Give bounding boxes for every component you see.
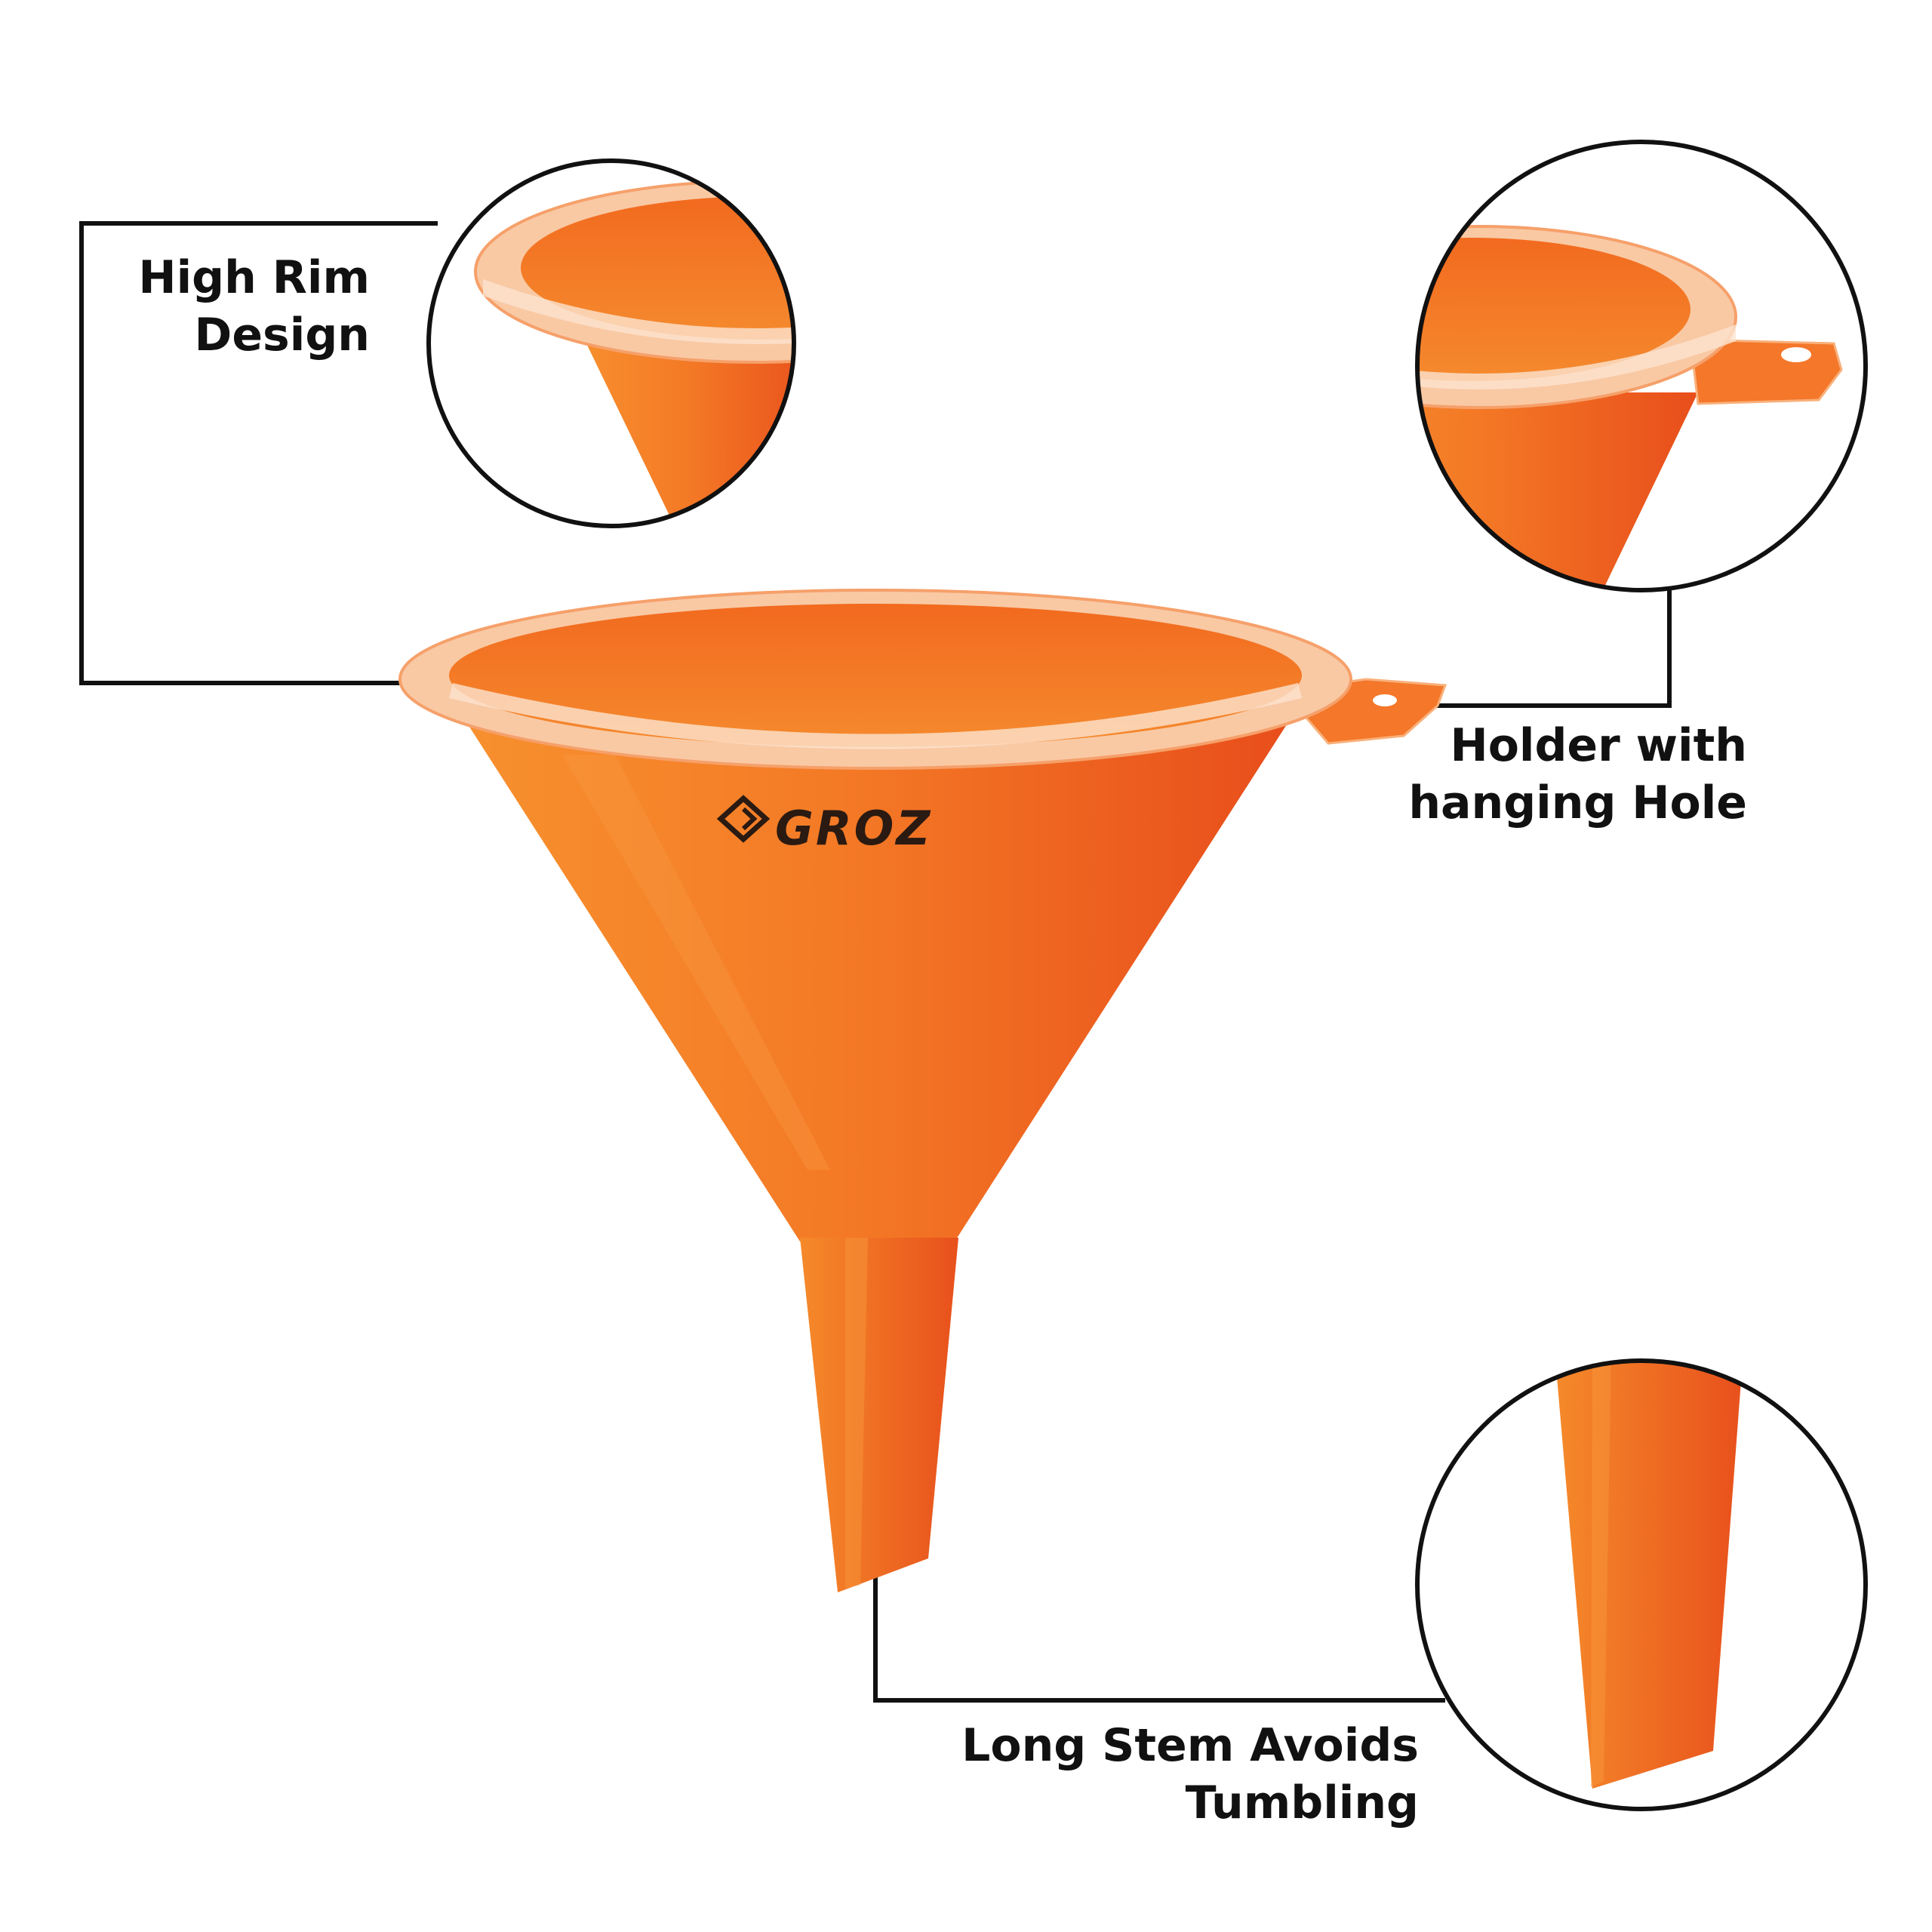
callout-high-rim-line2: Design xyxy=(194,309,370,361)
connector-rim xyxy=(79,221,438,685)
funnel-cone xyxy=(468,724,1287,1241)
callout-holder: Holder with hanging Hole xyxy=(1408,717,1747,832)
callout-high-rim: High Rim Design xyxy=(138,249,370,364)
callout-long-stem: Long Stem Avoids Tumbling xyxy=(961,1717,1419,1832)
connector-stem xyxy=(873,1574,1445,1703)
zoom-circle-holder xyxy=(1415,140,1868,592)
brand-name: GROZ xyxy=(775,801,933,856)
zoom-circle-rim xyxy=(426,158,796,528)
callout-long-stem-line2: Tumbling xyxy=(1185,1777,1419,1829)
hanging-hole xyxy=(1373,694,1397,706)
connector-lines xyxy=(79,221,1672,1703)
funnel-illustration xyxy=(398,589,1447,1592)
connector-holder xyxy=(1430,590,1672,708)
groz-logo-icon xyxy=(716,795,771,843)
callout-holder-line2: hanging Hole xyxy=(1408,777,1747,829)
callout-high-rim-line1: High Rim xyxy=(138,251,370,304)
funnel-stem xyxy=(800,1238,958,1592)
callout-long-stem-line1: Long Stem Avoids xyxy=(961,1719,1419,1772)
funnel-rim-inner xyxy=(449,604,1302,747)
zoom-circle-stem xyxy=(1415,1358,1868,1811)
callout-holder-line1: Holder with xyxy=(1450,719,1747,772)
